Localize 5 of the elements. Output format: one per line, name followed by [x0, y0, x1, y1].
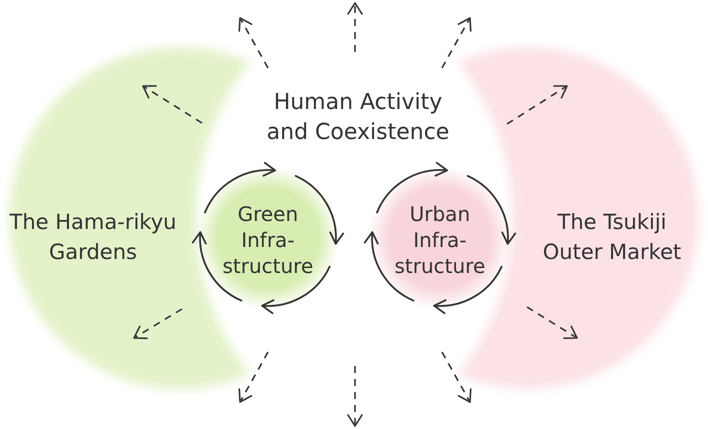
center-label: Human Activity and Coexistence [266, 89, 450, 147]
node-label: Urban Infra- structure [394, 201, 486, 279]
node-label: Green Infra- structure [222, 201, 314, 279]
region-label: The Hama-rikyu Gardens [8, 209, 178, 266]
region-label: The Tsukiji Outer Market [542, 209, 682, 266]
